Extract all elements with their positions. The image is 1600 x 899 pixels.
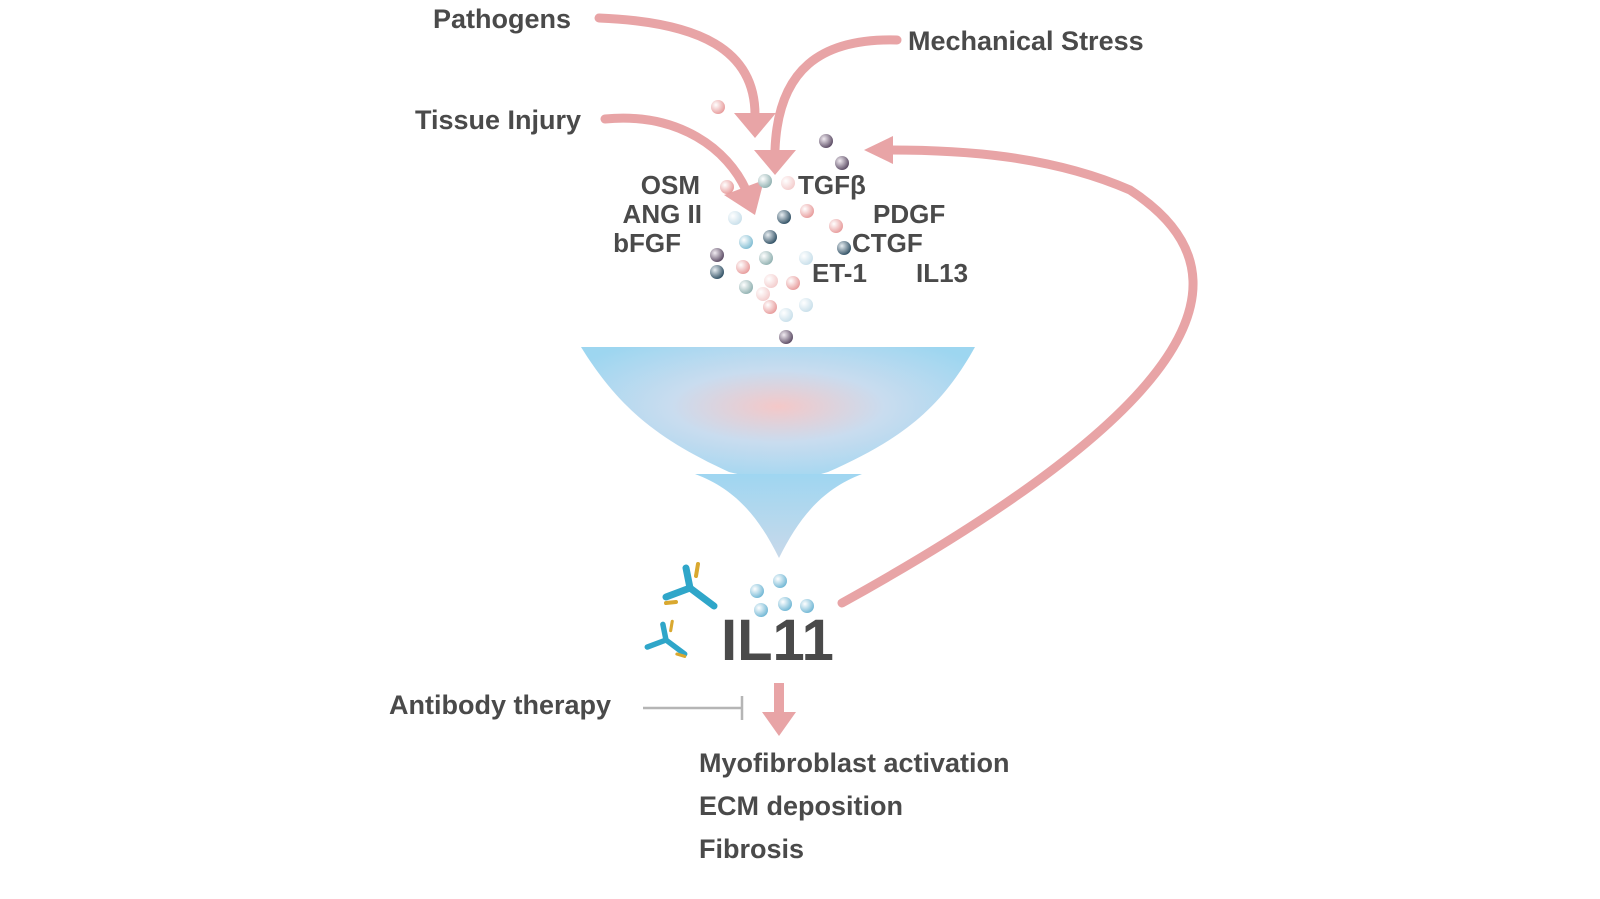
feedback-loop-arrow — [837, 136, 1198, 608]
il11-particles — [750, 574, 814, 617]
cytokine-particles — [710, 100, 851, 344]
osm-label: OSM — [641, 170, 700, 200]
mechanical-stress-label: Mechanical Stress — [908, 26, 1144, 56]
outcome-ecm-deposition: ECM deposition — [699, 791, 903, 821]
antibody-therapy-label: Antibody therapy — [389, 690, 611, 720]
mechanical-stress-arrow — [754, 35, 902, 175]
antibody-icon — [662, 562, 718, 610]
pathogens-label: Pathogens — [433, 4, 571, 34]
antibody-icon — [644, 619, 688, 658]
tgfb-label: TGFβ — [798, 170, 866, 200]
pathogens-arrow — [594, 13, 776, 138]
tissue-injury-label: Tissue Injury — [415, 105, 581, 135]
ang-ii-label: ANG II — [623, 199, 702, 229]
inhibition-line — [643, 696, 744, 720]
pdgf-label: PDGF — [873, 199, 945, 229]
outcome-fibrosis: Fibrosis — [699, 834, 804, 864]
ctgf-label: CTGF — [852, 228, 923, 258]
il11-outcome-arrow — [762, 683, 796, 736]
outcome-myofibroblast-activation: Myofibroblast activation — [699, 748, 1010, 778]
il11-label: IL11 — [721, 608, 834, 673]
et1-label: ET-1 — [812, 258, 867, 288]
funnel-shape — [581, 347, 975, 558]
tissue-injury-arrow — [600, 113, 764, 215]
bfgf-label: bFGF — [613, 228, 681, 258]
il13-label: IL13 — [916, 258, 968, 288]
